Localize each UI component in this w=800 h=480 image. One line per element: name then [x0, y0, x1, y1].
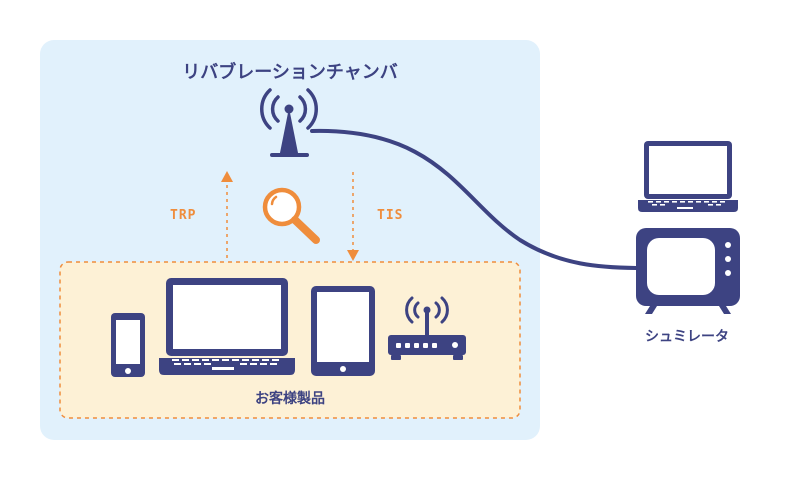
router-icon — [388, 296, 466, 360]
trp-arrow — [221, 171, 233, 258]
antenna-icon — [260, 88, 318, 157]
trp-label: TRP — [170, 208, 197, 223]
products-title: お客様製品 — [255, 391, 325, 407]
tis-label: TIS — [377, 208, 404, 223]
simulator-title: シュミレータ — [645, 329, 729, 345]
chamber-title: リバブレーションチャンバ — [182, 62, 398, 83]
smartphone-icon — [111, 313, 145, 377]
tv-icon — [636, 228, 740, 314]
tablet-icon — [311, 286, 375, 376]
magnifier-icon — [262, 187, 320, 244]
connection-cable — [310, 128, 644, 270]
simulator-laptop-icon — [638, 141, 738, 212]
tis-arrow — [347, 172, 359, 261]
laptop-icon — [159, 278, 295, 375]
